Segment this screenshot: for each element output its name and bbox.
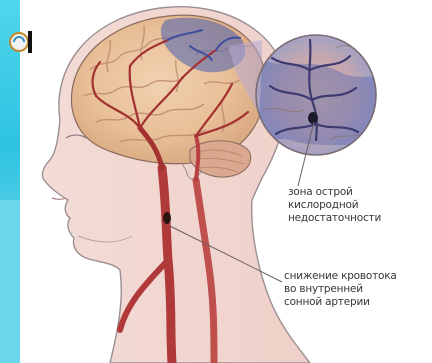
blood-flow-label-line-1: снижение кровотока xyxy=(284,270,397,283)
blood-flow-label: снижение кровотока во внутренней сонной … xyxy=(284,270,397,309)
hypoxia-zone-label: зона острой кислородной недостаточности xyxy=(288,186,381,225)
circle-logo-icon xyxy=(10,33,28,51)
cropped-heading-fragment xyxy=(118,0,268,1)
hypoxia-zone-label-line-1: зона острой xyxy=(288,186,381,199)
hypoxia-zone-label-line-2: кислородной xyxy=(288,199,381,212)
hypoxia-focus-dot xyxy=(308,112,318,124)
carotid-blockage xyxy=(163,212,171,224)
blood-flow-label-line-3: сонной артерии xyxy=(284,296,397,309)
zoom-circle xyxy=(256,35,380,155)
hypoxia-zone-label-line-3: недостаточности xyxy=(288,212,381,225)
title-glyph-fragment xyxy=(28,31,32,53)
mouth xyxy=(52,198,66,200)
blood-flow-label-line-2: во внутренней xyxy=(284,283,397,296)
